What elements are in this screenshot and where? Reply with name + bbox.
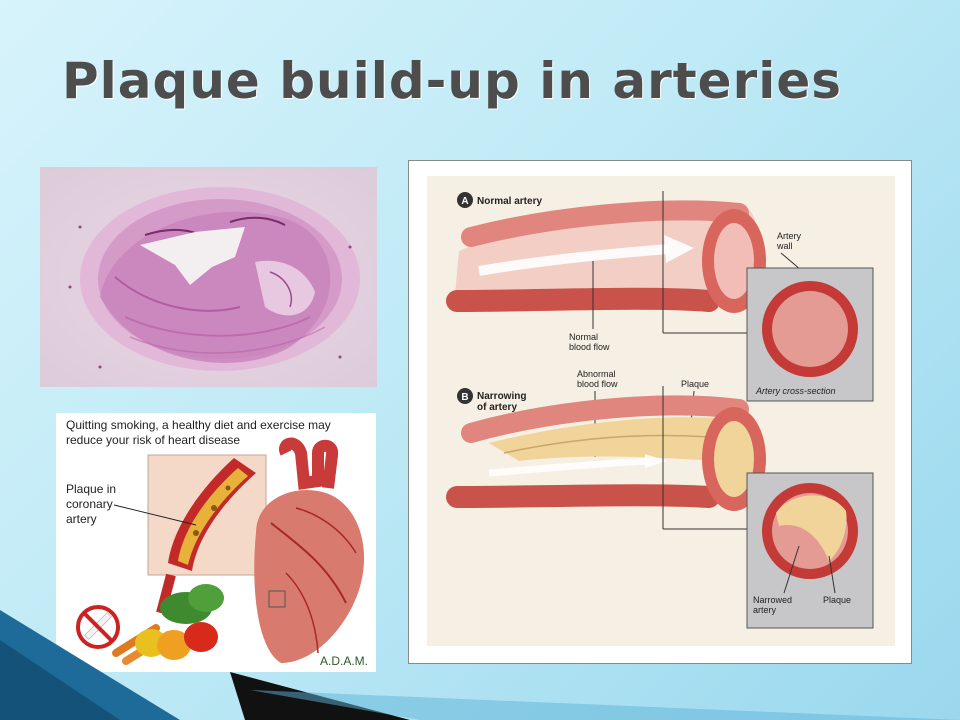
heart-icon [254,437,365,663]
plaque-label-2: Plaque [823,595,851,605]
normal-artery-top-wall [461,200,749,247]
adam-logo: A.D.A.M. [320,654,368,668]
artery-diagram: A Normal artery Artery wall Normal blood… [408,160,912,664]
plaque-label: Plaque [681,379,709,389]
adam-caption-line2: reduce your risk of heart disease [66,433,240,447]
cross-section-caption: Artery cross-section [755,386,836,396]
section-b-badge [457,388,473,404]
no-smoking-icon [76,605,120,649]
narrowed-artery-top-wall [461,395,749,443]
normal-flow-line1: Normal [569,332,598,342]
adam-caption-line1: Quitting smoking, a healthy diet and exe… [66,418,331,432]
section-b-title-line1: Narrowing [477,391,526,402]
section-a-badge [457,192,473,208]
section-b-title-line2: of artery [477,402,517,413]
abnormal-flow-line1: Abnormal [577,369,616,379]
normal-flow-line2: blood flow [569,342,610,352]
plaque-deposit [489,417,734,461]
histology-image [40,167,377,387]
adam-label-line1: Plaque in [66,482,116,496]
adam-label-line2: coronary [66,497,113,511]
adam-label-line3: artery [66,512,97,526]
narrowed-line2: artery [753,605,777,615]
narrowed-artery-bottom-wall [446,484,720,508]
section-a-title: Normal artery [477,196,542,207]
section-b-letter: B [461,392,468,403]
normal-artery-bottom-wall [446,287,720,312]
artery-wall-line1: Artery [777,231,802,241]
artery-wall-line2: wall [776,241,793,251]
abnormal-flow-line2: blood flow [577,379,618,389]
slide-title: Plaque build-up in arteries [62,52,843,110]
vegetables-icon [112,584,224,665]
section-a-letter: A [461,196,468,207]
narrowed-line1: Narrowed [753,595,792,605]
heart-health-illustration: Quitting smoking, a healthy diet and exe… [56,413,376,672]
